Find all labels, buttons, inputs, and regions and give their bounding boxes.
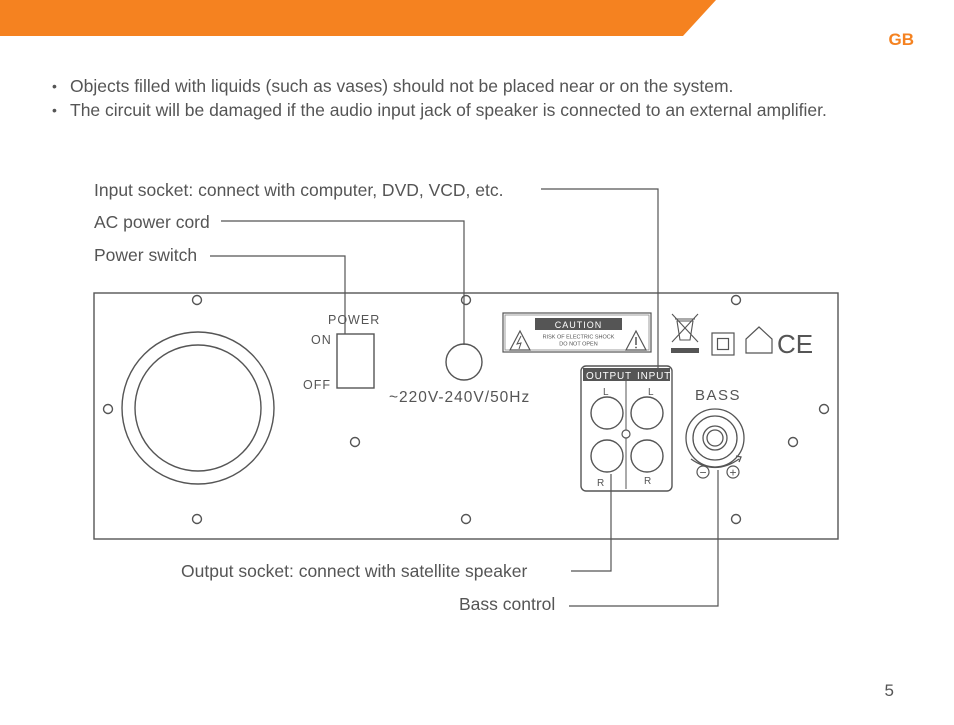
safety-notes-list: Objects filled with liquids (such as vas… bbox=[50, 74, 827, 122]
plus-icon: + bbox=[726, 465, 740, 480]
rear-panel bbox=[93, 292, 839, 540]
power-switch-callout: Power switch bbox=[94, 245, 198, 265]
power-switch[interactable] bbox=[336, 333, 375, 389]
list-item: The circuit will be damaged if the audio… bbox=[50, 98, 827, 122]
screw-holes bbox=[102, 294, 830, 525]
svg-text:−: − bbox=[699, 466, 706, 480]
ac-power-cord-inlet bbox=[445, 343, 483, 381]
double-insulation-icon bbox=[711, 332, 735, 356]
audio-jack-panel: OUTPUT INPUT L L R R bbox=[580, 365, 673, 492]
indoor-use-icon bbox=[745, 326, 773, 354]
bass-control-callout: Bass control bbox=[459, 594, 556, 614]
output-socket-callout: Output socket: connect with satellite sp… bbox=[181, 561, 528, 581]
svg-text:CAUTION: CAUTION bbox=[555, 320, 603, 330]
output-jack-right[interactable] bbox=[590, 439, 624, 473]
exclamation-triangle-icon bbox=[625, 329, 647, 351]
svg-text:+: + bbox=[729, 466, 736, 480]
ce-mark: CE bbox=[777, 329, 813, 359]
caution-label: CAUTION RISK OF ELECTRIC SHOCK DO NOT OP… bbox=[502, 312, 652, 353]
output-jack-left[interactable] bbox=[590, 396, 624, 430]
top-banner bbox=[0, 0, 716, 36]
list-item: Objects filled with liquids (such as vas… bbox=[50, 74, 827, 98]
language-code: GB bbox=[888, 30, 915, 49]
input-socket-callout: Input socket: connect with computer, DVD… bbox=[94, 180, 504, 200]
svg-text:R: R bbox=[644, 476, 651, 487]
off-label: OFF bbox=[303, 378, 331, 392]
minus-icon: − bbox=[696, 465, 710, 480]
input-jack-left[interactable] bbox=[630, 396, 664, 430]
voltage-label: ~220V-240V/50Hz bbox=[389, 389, 530, 406]
ac-power-cord-callout: AC power cord bbox=[94, 212, 210, 232]
power-label: POWER bbox=[328, 313, 380, 327]
speaker-port bbox=[121, 331, 275, 485]
bass-label: BASS bbox=[695, 387, 741, 404]
svg-text:RISK OF ELECTRIC SHOCK: RISK OF ELECTRIC SHOCK bbox=[543, 335, 615, 341]
page-number: 5 bbox=[884, 681, 894, 700]
on-label: ON bbox=[311, 333, 332, 347]
warning-triangle-icon bbox=[509, 329, 531, 351]
input-jack-right[interactable] bbox=[630, 439, 664, 473]
input-label: INPUT bbox=[637, 371, 671, 382]
svg-text:L: L bbox=[603, 387, 609, 398]
svg-text:DO NOT OPEN: DO NOT OPEN bbox=[559, 342, 597, 348]
weee-bin-icon bbox=[671, 313, 699, 353]
svg-text:R: R bbox=[597, 478, 604, 489]
output-label: OUTPUT bbox=[586, 371, 632, 382]
svg-text:L: L bbox=[648, 387, 654, 398]
bass-knob[interactable] bbox=[685, 408, 745, 469]
